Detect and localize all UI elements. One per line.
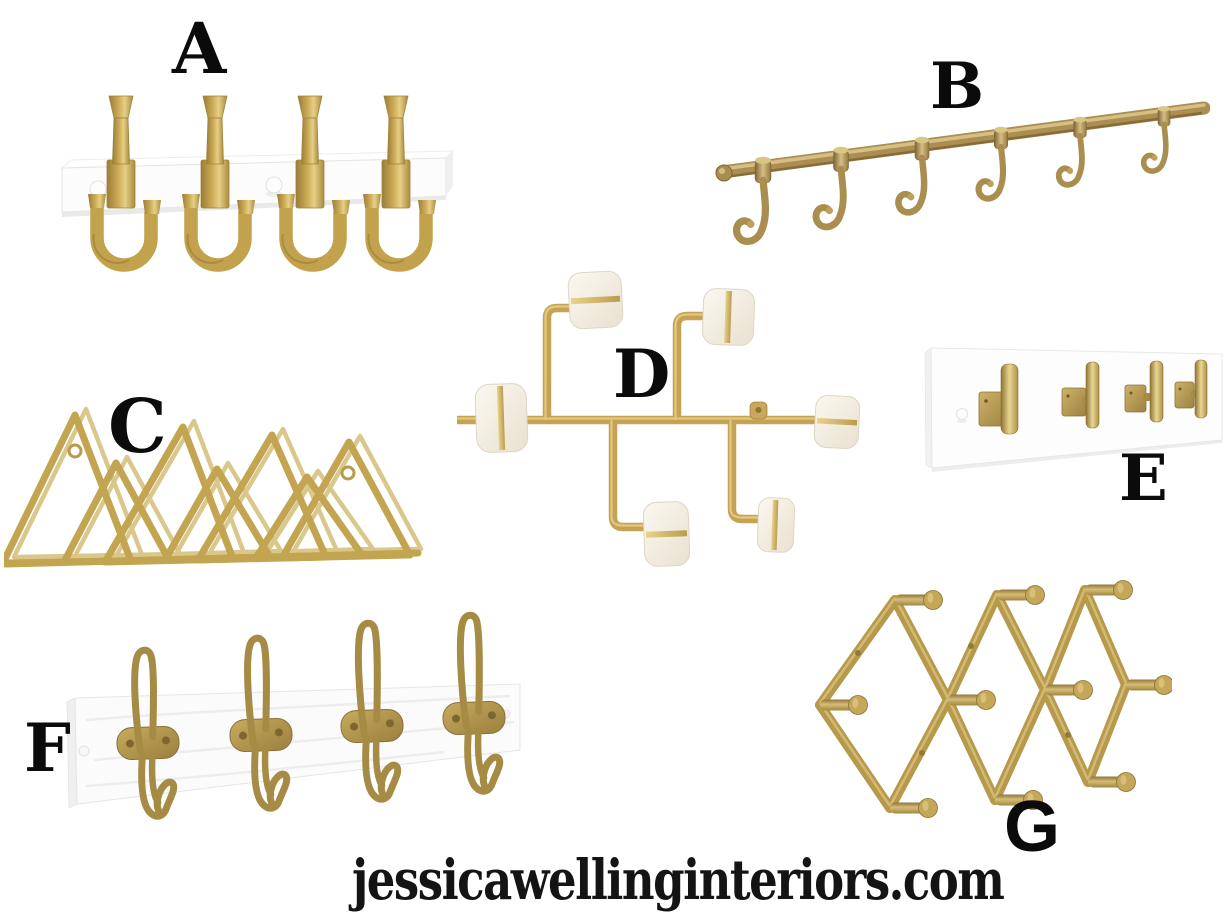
- brass-bar: [715, 101, 1210, 182]
- accordion-bars: [815, 585, 1131, 813]
- label-d: D: [613, 335, 671, 413]
- label-a: A: [172, 7, 227, 90]
- mount-tab: [749, 401, 768, 420]
- coat-rack-b-image: [715, 101, 1210, 261]
- wire-hooks: [116, 611, 506, 820]
- coat-rack-a-image: [60, 88, 455, 272]
- label-c: C: [108, 384, 167, 470]
- label-e: E: [1119, 441, 1168, 516]
- brass-rods: [457, 303, 850, 532]
- t-bar-hooks: [978, 359, 1208, 435]
- marble-knobs: [474, 270, 861, 567]
- label-f: F: [24, 709, 71, 787]
- coat-rack-g-image: [815, 580, 1172, 818]
- front-wires: [4, 411, 422, 568]
- watermark-url: jessicawellinginteriors.com: [352, 848, 1005, 913]
- label-b: B: [930, 49, 985, 124]
- hanging-ring: [67, 443, 83, 459]
- coat-rack-f-image: [66, 611, 521, 820]
- coat-rack-d-image: [457, 270, 861, 567]
- coat-rack-e-image: [924, 347, 1223, 472]
- coat-rack-c-image: [4, 406, 424, 568]
- wood-plank: [66, 683, 521, 809]
- label-g: G: [1004, 787, 1061, 867]
- hanging-ring: [340, 465, 356, 481]
